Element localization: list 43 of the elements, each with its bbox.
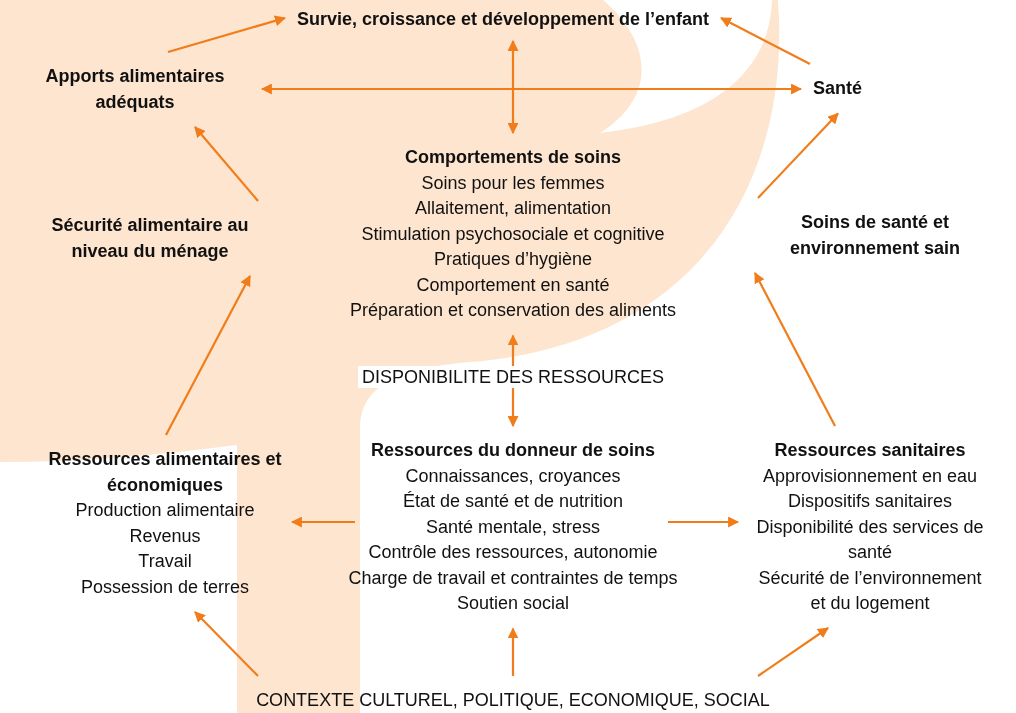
node-heading: Comportements de soins xyxy=(404,146,621,169)
arrow xyxy=(757,627,829,677)
list-item: Contrôle des ressources, autonomie xyxy=(368,541,658,564)
list-item: Approvisionnement en eau xyxy=(762,464,978,488)
arrow xyxy=(165,275,251,436)
list-item: État de santé et de nutrition xyxy=(402,490,624,513)
arrow xyxy=(507,627,519,676)
node-label: Survie, croissance et développement de l’enfant xyxy=(296,8,710,31)
arrow xyxy=(194,611,259,677)
list-item: Revenus xyxy=(129,524,201,548)
list-item: Pratiques d’hygiène xyxy=(433,248,593,271)
list-item: Soutien social xyxy=(456,592,570,615)
node-heading: Ressources alimentaires et économiques xyxy=(47,448,283,497)
arrow xyxy=(668,516,740,528)
list-item: Comportement en santé xyxy=(416,273,610,297)
node-label: Soins de santé et environnement sain xyxy=(788,211,961,260)
list-item: Préparation et conservation des aliments xyxy=(349,299,677,322)
list-item: Disponibilité des services de santé xyxy=(755,515,985,564)
node-label: Santé xyxy=(813,77,862,100)
node-label: Sécurité alimentaire au niveau du ménage xyxy=(50,214,250,263)
list-item: Possession de terres xyxy=(80,575,250,599)
arrow xyxy=(194,126,259,202)
list-item: Stimulation psychosociale et cognitive xyxy=(361,222,665,246)
node-label: CONTEXTE CULTUREL, POLITIQUE, ECONOMIQUE, SOCIAL xyxy=(256,689,770,712)
list-item: Connaissances, croyances xyxy=(405,464,621,488)
list-item: Allaitement, alimentation xyxy=(414,197,612,220)
list-item: Soins pour les femmes xyxy=(421,171,605,195)
arrow xyxy=(290,516,355,528)
arrow xyxy=(754,272,836,427)
node-label: Apports alimentaires adéquats xyxy=(44,65,226,114)
list-item: Dispositifs sanitaires xyxy=(787,490,953,513)
arrow xyxy=(167,15,286,54)
list-item: Sécurité de l’environnement et du logement xyxy=(757,566,983,615)
list-item: Charge de travail et contraintes de temps xyxy=(348,566,678,590)
arrow xyxy=(507,39,519,135)
list-item: Production alimentaire xyxy=(75,499,255,522)
node-heading: Ressources sanitaires xyxy=(774,439,966,462)
arrow xyxy=(757,112,839,199)
arrow xyxy=(720,17,811,65)
list-item: Santé mentale, stress xyxy=(425,515,601,539)
node-heading: Ressources du donneur de soins xyxy=(370,439,656,462)
arrow xyxy=(260,83,803,95)
list-item: Travail xyxy=(138,550,192,573)
